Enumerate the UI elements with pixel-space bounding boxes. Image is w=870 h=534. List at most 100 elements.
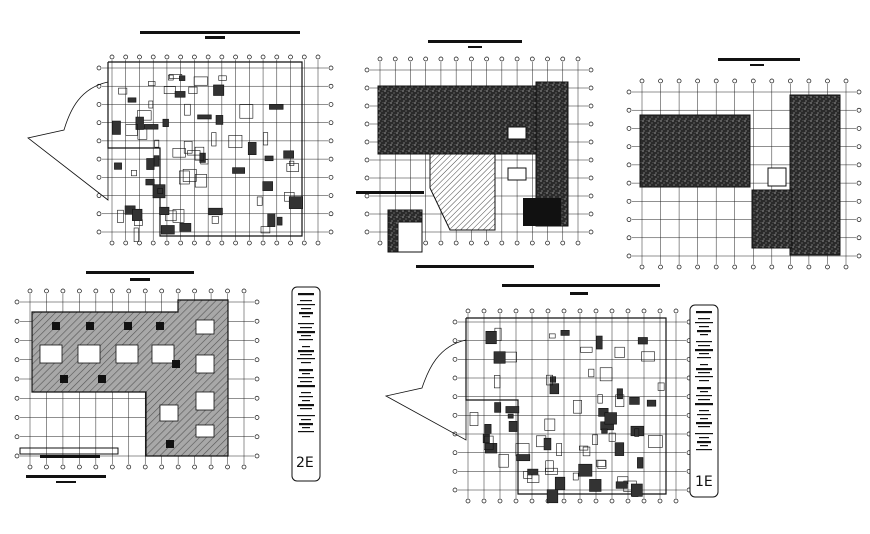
grid-bubble — [825, 264, 830, 270]
grid-bubble — [452, 375, 458, 381]
grid-bubble — [856, 217, 862, 222]
grid-bubble — [856, 126, 862, 131]
plan-title-bar — [718, 58, 800, 61]
grid-bubble — [288, 240, 293, 246]
grid-bubble — [856, 144, 862, 150]
column-block — [132, 208, 143, 221]
column-block — [187, 150, 201, 156]
column-block — [125, 124, 138, 136]
text-line — [696, 395, 712, 397]
title-block-text-lines — [297, 293, 315, 433]
column-block — [239, 104, 254, 119]
grid-bubble — [625, 498, 631, 504]
plan-top-left — [27, 31, 334, 246]
section-title-underline — [56, 481, 76, 483]
grid-bubble — [225, 288, 230, 294]
grid-bubble — [137, 54, 142, 60]
grid-bubble — [159, 464, 165, 470]
column-mark — [86, 322, 94, 330]
grid-bubble — [453, 56, 459, 62]
column-block — [527, 474, 540, 483]
text-line — [697, 441, 711, 444]
column-block — [114, 162, 122, 170]
grid-bubble — [44, 464, 49, 470]
grid-bubble — [328, 102, 334, 107]
column-block — [578, 463, 593, 477]
grid-bubble — [328, 83, 334, 89]
light-opening — [767, 167, 787, 187]
grid-bubble — [769, 78, 775, 84]
column-block — [145, 178, 155, 186]
grid-bubble — [452, 450, 458, 456]
plan-title-underline — [205, 36, 225, 39]
plan-title-underline — [468, 46, 482, 48]
grid-bubble — [856, 89, 862, 95]
text-line — [695, 349, 713, 352]
grid-bubble — [219, 54, 225, 60]
grid-bubble — [588, 211, 594, 217]
text-line — [697, 330, 711, 333]
plan-title-bar — [86, 271, 194, 274]
column-block — [148, 100, 154, 109]
grid-bubble — [452, 319, 458, 325]
column-block — [597, 460, 607, 469]
grid-bubble — [241, 464, 247, 470]
grid-bubble — [499, 240, 505, 246]
column-blocks — [112, 74, 304, 242]
detail-title-bar — [356, 191, 424, 194]
text-line — [699, 326, 709, 328]
grid-bubble — [529, 498, 535, 504]
column-block — [262, 181, 273, 191]
grid-bubble — [328, 211, 334, 217]
grid-bubble — [192, 240, 197, 246]
column-block — [133, 227, 139, 242]
grid-bubble — [27, 288, 33, 294]
column-block — [494, 402, 502, 413]
column-block — [228, 135, 243, 149]
slab-opening — [195, 424, 215, 438]
column-block — [482, 433, 490, 444]
column-block — [256, 196, 263, 206]
text-line — [301, 335, 311, 337]
floor-wing-dense — [751, 189, 793, 249]
grid-bubble — [695, 264, 700, 270]
grid-bubble — [626, 198, 632, 204]
grid-bubble — [328, 156, 334, 162]
grid-bubble — [178, 54, 184, 60]
text-line — [700, 391, 708, 393]
title-block-2e — [291, 286, 321, 482]
column-block — [146, 158, 155, 170]
grid-bubble — [609, 308, 615, 314]
grid-bubble — [769, 264, 775, 270]
grid-bubble — [164, 240, 170, 246]
grid-bubble — [465, 498, 471, 504]
grid-bubble — [639, 264, 645, 270]
text-line — [299, 312, 313, 315]
grid-bubble — [96, 211, 102, 217]
column-mark — [60, 375, 68, 383]
hatched-stair-area — [429, 153, 496, 231]
column-block — [582, 446, 591, 457]
grid-bubble — [843, 264, 849, 270]
text-line — [696, 311, 712, 314]
grid-bubble — [806, 78, 812, 84]
grid-bubble — [588, 139, 594, 145]
column-block — [127, 97, 137, 103]
column-block — [179, 223, 192, 232]
grid-bubble — [364, 139, 370, 145]
column-block — [572, 472, 579, 481]
plan-title-underline — [570, 292, 588, 295]
grid-bubble — [560, 56, 566, 62]
grid-bubble — [328, 138, 334, 144]
column-block — [592, 434, 598, 445]
grid-bubble — [288, 54, 293, 60]
grid-bubble — [123, 54, 129, 60]
column-block — [556, 443, 562, 456]
grid-bubble — [676, 78, 682, 84]
plan-top-right — [626, 58, 862, 270]
column-block — [160, 225, 175, 235]
text-line — [297, 385, 315, 388]
grid-bubble — [14, 338, 20, 343]
column-block — [527, 468, 539, 475]
slab-opening — [195, 391, 215, 411]
